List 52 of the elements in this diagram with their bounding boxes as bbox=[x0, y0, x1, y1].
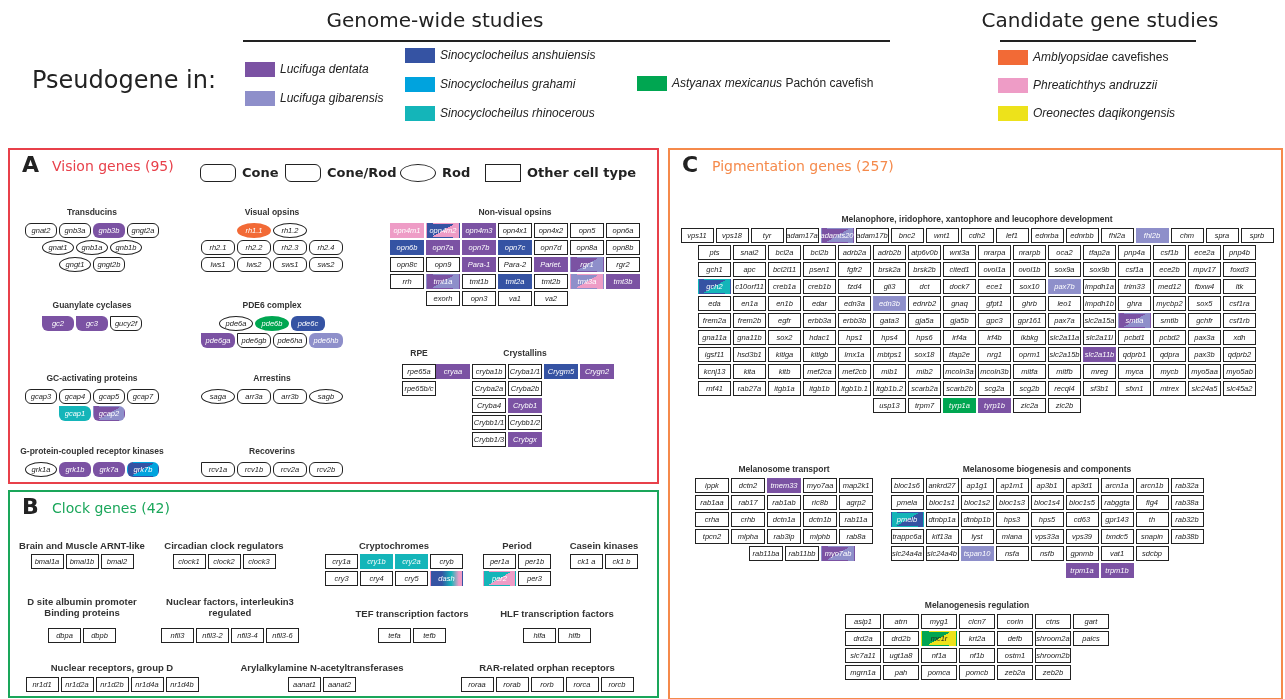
legend-text: Cone/Rod bbox=[327, 165, 397, 180]
group-heading: RAR-related orphan receptors bbox=[479, 662, 615, 673]
group-heading: Period bbox=[502, 540, 532, 551]
group-heading: G-protein-coupled receptor kinases bbox=[20, 446, 164, 456]
legend-text: Other cell type bbox=[527, 165, 637, 180]
group-heading: Arrestins bbox=[253, 373, 291, 383]
legend-text: Oreonectes daqikongensis bbox=[1033, 106, 1176, 120]
group-heading: GC-activating proteins bbox=[46, 373, 138, 383]
group-heading: Arylalkylamine N-acetyltransferases bbox=[240, 662, 404, 673]
group-heading: Nuclear receptors, group D bbox=[50, 662, 174, 673]
group-heading: HLF transcription factors bbox=[500, 608, 614, 619]
group-heading: Melanosome transport bbox=[738, 464, 830, 474]
group-heading: Transducins bbox=[66, 207, 118, 217]
panel-title: Clock genes (42) bbox=[52, 500, 170, 516]
legend-text: Lucifuga dentata bbox=[280, 62, 369, 76]
group-heading: TEF transcription factors bbox=[355, 608, 469, 619]
panel-title: Pigmentation genes (257) bbox=[712, 158, 894, 174]
legend-text: Phreatichthys andruzzii bbox=[1033, 78, 1158, 92]
group-heading: Circadian clock regulators bbox=[164, 540, 284, 551]
legend-text: Astyanax mexicanus Pachón cavefish bbox=[672, 76, 874, 90]
legend-text: Lucifuga gibarensis bbox=[280, 91, 384, 105]
legend-text: Sinocyclocheilus anshuiensis bbox=[440, 48, 596, 62]
section-heading: Genome-wide studies bbox=[326, 8, 544, 32]
legend-text: Sinocyclocheilus rhinocerous bbox=[440, 106, 595, 120]
group-heading: Cryptochromes bbox=[358, 540, 430, 551]
panel-frame bbox=[668, 148, 1283, 699]
panel-title: Vision genes (95) bbox=[52, 158, 174, 174]
group-heading: Visual opsins bbox=[244, 207, 300, 217]
legend-text: Cone bbox=[242, 165, 279, 180]
group-heading: Melanogenesis regulation bbox=[924, 600, 1030, 610]
group-heading: Nuclear factors, interleukin3 regulated bbox=[165, 596, 295, 618]
group-heading: Melanosome biogenesis and components bbox=[962, 464, 1132, 474]
legend-text: Amblyopsidae cavefishes bbox=[1033, 50, 1169, 64]
group-heading: Guanylate cyclases bbox=[52, 300, 132, 310]
group-heading: Melanophore, iridophore, xantophore and leucophore development bbox=[841, 214, 1113, 224]
panel-letter: A bbox=[22, 152, 40, 177]
panel-frame bbox=[8, 148, 659, 484]
group-heading: Crystallins bbox=[503, 348, 547, 358]
group-heading: Non-visual opsins bbox=[478, 207, 552, 217]
legend-text: Rod bbox=[442, 165, 471, 180]
group-heading: D site albumin promoter Binding proteins bbox=[26, 596, 138, 618]
panel-letter: C bbox=[682, 152, 699, 177]
group-heading: Casein kinases bbox=[569, 540, 639, 551]
section-heading: Candidate gene studies bbox=[981, 8, 1219, 32]
group-heading: Brain and Muscle ARNT-like bbox=[19, 540, 145, 551]
panel-letter: B bbox=[22, 494, 39, 519]
group-heading: PDE6 complex bbox=[242, 300, 302, 310]
row-label: Pseudogene in: bbox=[32, 66, 217, 94]
panel-frame bbox=[8, 490, 659, 698]
legend-text: Sinocyclocheilus grahami bbox=[440, 77, 576, 91]
group-heading: RPE bbox=[410, 348, 428, 358]
group-heading: Recoverins bbox=[249, 446, 295, 456]
